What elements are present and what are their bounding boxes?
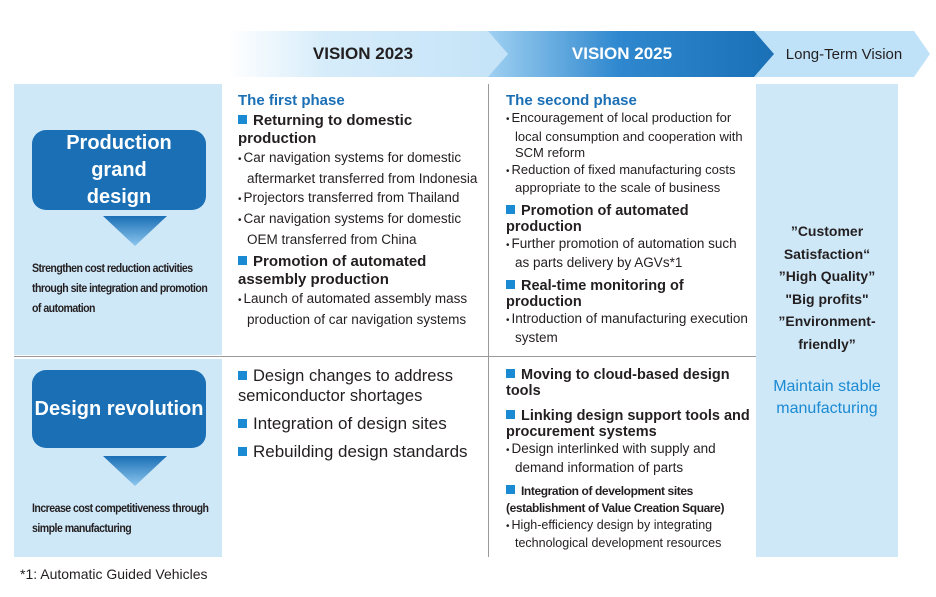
design-revolution-label: Design revolution xyxy=(34,397,204,420)
v2023-design-cell: Design changes to address semiconductor … xyxy=(238,366,483,462)
v2025-heading-cloud: Moving to cloud-based design tools xyxy=(506,367,751,399)
v2023-design-item: Design changes to address semiconductor … xyxy=(238,366,483,406)
v2025-bullet: Reduction of fixed manufacturing costs a… xyxy=(506,162,751,197)
down-arrow-icon xyxy=(103,456,167,486)
v2023-heading-returning: Returning to domestic production xyxy=(238,112,483,148)
v2023-heading-automated: Promotion of automated assembly producti… xyxy=(238,253,483,289)
square-bullet-icon xyxy=(238,115,247,124)
long-term-column xyxy=(756,84,898,557)
long-term-quotes: ”Customer Satisfaction“ ”High Quality” "… xyxy=(756,220,898,355)
quote-customer-satisfaction: ”Customer Satisfaction“ xyxy=(783,223,871,262)
left-column-gap xyxy=(14,355,222,359)
header-arrow-3 xyxy=(754,31,930,77)
v2023-bullet: Car navigation systems for domestic afte… xyxy=(238,148,483,188)
square-bullet-icon xyxy=(238,419,247,428)
vision-2025-label: VISION 2025 xyxy=(571,44,673,63)
design-note: Increase cost competitiveness through si… xyxy=(32,501,209,535)
v2025-bullet: Design interlinked with supply and deman… xyxy=(506,440,751,476)
header-arrow-1 xyxy=(228,31,508,77)
item-text: Rebuilding design standards xyxy=(253,442,468,461)
square-bullet-icon xyxy=(238,447,247,456)
production-grand-design-label: Production grand design xyxy=(66,131,172,208)
maintain-stable-manufacturing: Maintain stable manufacturing xyxy=(773,378,881,417)
heading-text: Real-time monitoring of production xyxy=(506,277,684,310)
v2025-design-cell: Moving to cloud-based design tools Linki… xyxy=(506,367,751,551)
v2025-heading-monitoring: Real-time monitoring of production xyxy=(506,278,751,310)
design-revolution-box: Design revolution xyxy=(32,370,206,448)
v2025-production-cell: The second phase Encouragement of local … xyxy=(506,92,751,346)
square-bullet-icon xyxy=(506,410,515,419)
long-term-label: Long-Term Vision xyxy=(785,45,903,63)
vision-2023-header: VISION 2023 xyxy=(228,31,508,77)
heading-text: Returning to domestic production xyxy=(238,112,413,147)
square-bullet-icon xyxy=(506,369,515,378)
vision-2025-header: VISION 2025 xyxy=(488,31,778,77)
heading-text: Moving to cloud-based design tools xyxy=(506,367,730,399)
heading-text: Promotion of automated production xyxy=(506,202,689,235)
long-term-header: Long-Term Vision xyxy=(754,31,930,77)
v2023-design-item: Rebuilding design standards xyxy=(238,442,483,462)
square-bullet-icon xyxy=(506,279,515,289)
v2025-bullet: Introduction of manufacturing execution … xyxy=(506,310,751,346)
quote-high-quality: ”High Quality” xyxy=(778,268,876,284)
v2023-production-cell: The first phase Returning to domestic pr… xyxy=(238,92,483,329)
v2023-bullet: Car navigation systems for domestic OEM … xyxy=(238,209,483,249)
v2023-bullet: Launch of automated assembly mass produc… xyxy=(238,289,483,329)
v2023-design-item: Integration of design sites xyxy=(238,414,483,434)
production-grand-design-box: Production grand design xyxy=(32,130,206,210)
down-arrow-icon xyxy=(103,216,167,246)
first-phase-title: The first phase xyxy=(238,92,345,109)
heading-text: Linking design support tools and procure… xyxy=(506,408,750,440)
square-bullet-icon xyxy=(238,371,247,380)
footnote: *1: Automatic Guided Vehicles xyxy=(20,566,208,582)
v2025-heading-integration: Integration of development sites (establ… xyxy=(506,483,751,517)
item-text: Integration of design sites xyxy=(253,414,447,433)
square-bullet-icon xyxy=(238,256,247,265)
v2025-bullet: High-efficiency design by integrating te… xyxy=(506,517,751,551)
v2025-bullet: Encouragement of local production for lo… xyxy=(506,110,751,162)
v2025-heading-linking: Linking design support tools and procure… xyxy=(506,408,751,440)
second-phase-title: The second phase xyxy=(506,92,637,109)
v2023-bullet: Projectors transferred from Thailand xyxy=(238,188,483,209)
header-arrow-2 xyxy=(488,31,778,77)
quote-environment-friendly: ”Environment-friendly” xyxy=(778,313,876,352)
quote-big-profits: "Big profits" xyxy=(785,290,869,307)
horizontal-divider xyxy=(14,356,756,357)
vertical-divider xyxy=(488,84,489,557)
heading-text: Integration of development sites (establ… xyxy=(506,484,725,515)
production-note: Strengthen cost reduction activities thr… xyxy=(32,261,208,315)
vision-2023-label: VISION 2023 xyxy=(312,44,414,63)
v2025-heading-automated: Promotion of automated production xyxy=(506,203,751,235)
heading-text: Promotion of automated assembly producti… xyxy=(238,253,427,288)
v2025-bullet: Further promotion of automation such as … xyxy=(506,235,751,271)
square-bullet-icon xyxy=(506,485,515,494)
item-text: Design changes to address semiconductor … xyxy=(238,367,453,405)
square-bullet-icon xyxy=(506,204,515,214)
